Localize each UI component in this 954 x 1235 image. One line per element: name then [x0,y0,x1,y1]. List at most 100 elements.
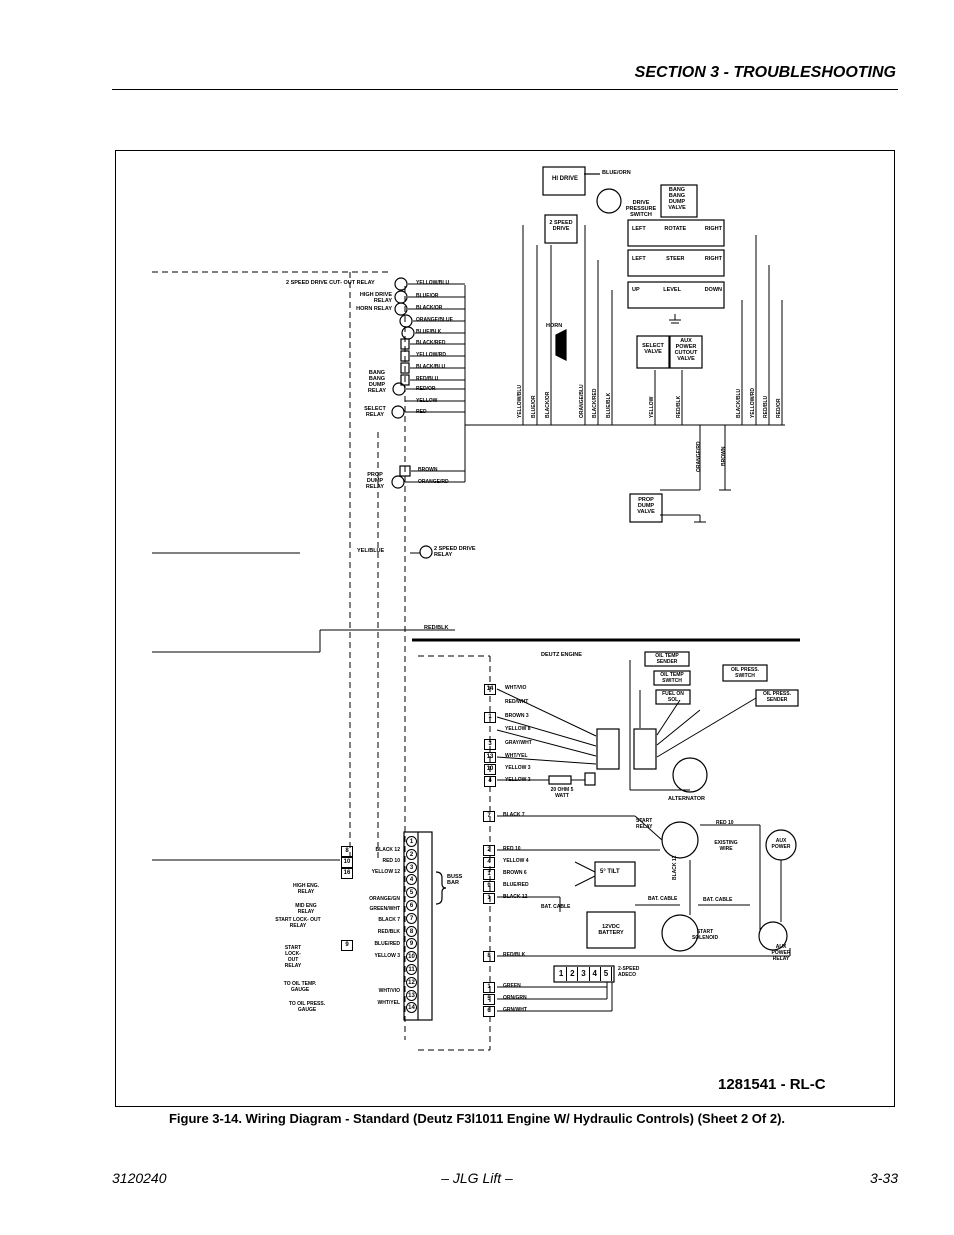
battery-label: 12VDC BATTERY [598,924,624,936]
bus-terminal-number: 8 [483,951,495,962]
bus-wire-label: RED/BLK [503,952,526,958]
wire-label: YELLOW/BLU [416,280,450,286]
wire-label: RED [416,409,427,415]
bus-terminal-number: 5 [483,994,495,1005]
engine-wire-label: YELLOW 3 [505,765,531,771]
bus-terminal: 3 [406,861,417,873]
vertical-wire-label: ORANGE/BLU [579,384,585,418]
bus-wire-label: YELLOW 3 [374,953,400,959]
section-header: SECTION 3 - TROUBLESHOOTING [634,64,896,81]
vertical-wire-label: BLUE/OR [531,395,537,419]
bus-terminal-number: 1 [483,893,495,904]
gauge-oil-temp: TO OIL TEMP. GAUGE [283,981,317,993]
switch-row-level: UP LEVEL DOWN [632,287,722,293]
bus-terminal: 4 [406,874,417,886]
engine-wire-label: GRAY/WHT [505,740,532,746]
footer-doc-number: 3120240 [112,1170,167,1186]
bus-wire-label: WHT/VIO [378,988,400,994]
adeco-pin: 1 [556,967,568,981]
footer-page-number: 3-33 [869,1170,898,1186]
bus-wire-label: ORN/GRN [503,995,527,1001]
vertical-wire-label: RED/OR [776,398,782,418]
wire-label: ORANGE/BLUE [416,317,453,323]
bus-terminal-number: 10 [341,857,353,868]
relay-start-lockout-2: START LOCK- OUT RELAY [284,945,302,969]
oil-press-sender: OIL PRESS. SENDER [763,691,791,703]
vertical-wire-label: ORANGE/RD [696,441,702,472]
adeco-label: 2-SPEED ADECO [618,966,640,978]
fuel-on-sol: FUEL ON SOL [662,691,684,703]
switch-label: RIGHT [704,226,722,232]
switch-label: LEFT [632,256,646,262]
vertical-wire-label: YELLOW/RD [750,388,756,418]
bus-wire-label: BLUE/RED [503,882,529,888]
bus-wire-label: BROWN 6 [503,870,527,876]
bus-wire-label: ORANGE/GN [369,896,400,902]
bus-wire-label: BLACK 12 [503,894,528,900]
bus-terminal: 11 [406,964,417,975]
relay-label: HORN RELAY [356,306,392,312]
aux-power: AUX POWER [771,838,791,850]
bus-wire-label: RED/BLK [377,929,400,935]
switch-label: ROTATE [664,226,687,232]
bat-cable-label: BAT. CABLE [541,904,571,910]
aux-power-cutout-label: AUX POWER CUTOUT VALVE [674,338,698,362]
vertical-wire-label: BLACK/BLU [736,388,742,418]
bus-terminal: 10 [406,951,417,963]
engine-wire-label: YELLOW 8 [505,726,531,732]
wire-label: BLACK/BLU [416,364,446,370]
bus-wire-label: BLACK 12 [375,847,400,853]
figure-frame [115,150,895,1107]
bus-wire-label: GREEN [503,983,521,989]
aux-power-relay: AUX POWER RELAY [771,944,791,962]
oil-temp-switch: OIL TEMP SWITCH [660,672,684,684]
bus-wire-label: YELLOW 12 [371,869,400,875]
wire-label: YELLOW [416,398,438,404]
bus-wire-label: GREEN/WHT [369,906,400,912]
start-relay: START RELAY [636,818,653,830]
bus-terminal-number: 9 [341,940,353,951]
drawing-number: 1281541 - RL-C [718,1076,826,1093]
engine-wire-label: BROWN 3 [505,713,529,719]
bus-terminal: 5 [406,887,417,899]
switch-label: LEVEL [663,287,681,293]
bus-terminal-number: 6 [483,1006,495,1017]
wire-label: ORANGE/RD [418,479,449,485]
bus-terminal: 6 [406,900,417,911]
switch-label: RIGHT [704,256,722,262]
drive-pressure-switch-label: DRIVE PRESSURE SWITCH [625,200,657,218]
bus-wire-label: BLUE/RED [374,941,400,947]
vertical-wire-label: BLUE/BLK [606,392,612,418]
alternator: ALTERNATOR [668,796,705,802]
engine-wire-label: YELLOW 3 [505,777,531,783]
bus-wire-label: RED 10 [503,846,521,852]
bus-terminal: 1 [406,836,417,847]
engine-terminal-number: 10 [484,764,496,775]
horn-label: HORN [546,323,563,329]
red-blk-label: RED/BLK [424,625,449,631]
footer-publisher: – JLG Lift – [441,1170,513,1186]
bat-cable-label-2: BAT. CABLE [648,896,678,902]
bus-terminal: 7 [406,912,417,924]
bus-terminal: 2 [406,848,417,860]
relay-mid-eng: MID ENG RELAY [295,903,317,915]
relay-label: BANG BANG DUMP RELAY [367,370,387,394]
switch-label: UP [632,287,640,293]
bus-bar-label: BUSS BAR [447,874,463,886]
hi-drive-label: HI DRIVE [551,176,578,182]
resistor-label: 20 OHM 5 WATT [550,787,574,799]
switch-label: LEFT [632,226,646,232]
red-10-label: RED 10 [716,820,734,826]
wire-label: BLUE/BLK [416,329,442,335]
vertical-wire-label: BLACK/RED [592,388,598,418]
engine-terminal-number: 14 [484,684,496,695]
wire-label: RED/BLU [416,376,439,382]
bus-wire-label: RED 10 [382,858,400,864]
relay-label: SELECT RELAY [364,406,386,418]
relay-start-lockout: START LOCK- OUT RELAY [275,917,321,929]
bus-terminal-number: 1 [483,982,495,993]
wire-label: RED/OR [416,386,436,392]
relay-label: HIGH DRIVE RELAY [359,292,392,304]
oil-temp-sender: OIL TEMP SENDER [655,653,679,665]
